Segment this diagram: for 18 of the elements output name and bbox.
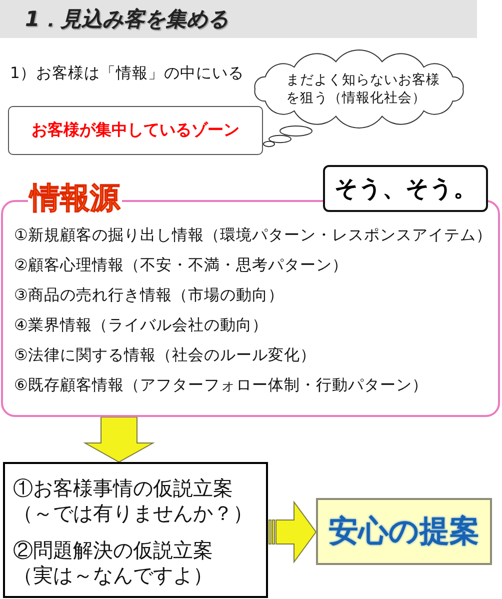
hypothesis-text: ②問題解決の仮説立案（実は～なんですよ） <box>13 538 214 588</box>
block-arrow <box>268 500 317 564</box>
list-item: ③商品の売れ行き情報（市場の動向） <box>14 285 284 305</box>
section-label: 1）お客様は「情報」の中にいる <box>10 63 244 83</box>
list-item: ②顧客心理情報（不安・不満・思考パターン） <box>14 255 348 275</box>
cloud-text: まだよく知らないお客様を狙う（情報化社会） <box>286 71 441 107</box>
zone-box: お客様が集中しているゾーン <box>8 106 263 155</box>
hypothesis-text: ①お客様事情の仮説立案（～では有りませんか？） <box>13 476 254 526</box>
proposal-box: 安心の提案 <box>316 498 492 565</box>
list-item: ④業界情報（ライバル会社の動向） <box>14 315 268 335</box>
list-item: ①新規顧客の掘り出し情報（環境パターン・レスポンスアイテム） <box>14 225 492 245</box>
panel-heading: 情報源 <box>28 183 122 215</box>
hypothesis-box <box>3 462 268 598</box>
list-item: ⑤法律に関する情報（社会のルール変化） <box>14 345 316 365</box>
title-banner: 1．見込み客を集める <box>0 0 477 38</box>
list-item: ⑥既存顧客情報（アフターフォロー体制・行動パターン） <box>14 375 428 395</box>
block-arrow <box>83 416 155 463</box>
callout-box: そう、そう。 <box>323 165 488 212</box>
